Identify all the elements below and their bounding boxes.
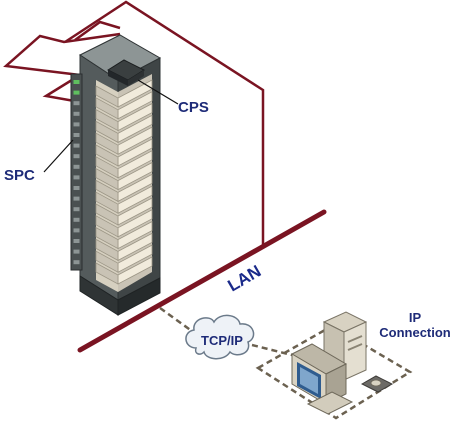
- server-unit-side: [95, 132, 119, 155]
- lan-line: [77, 209, 327, 353]
- server-unit-side: [95, 97, 119, 120]
- server-unit-side: [95, 85, 119, 108]
- network-cable-top: [64, 0, 265, 245]
- spc-label: SPC: [4, 167, 35, 184]
- spc-outlet: [73, 186, 80, 190]
- dashed-link: [159, 306, 413, 420]
- server-units: [95, 79, 153, 285]
- server-unit-side: [95, 156, 119, 179]
- power-cable-left: [3, 32, 121, 104]
- server-unit-side: [95, 144, 119, 167]
- server-unit-side: [95, 250, 119, 273]
- cps-pointer: [137, 79, 179, 105]
- spc-outlet: [73, 164, 80, 169]
- server-unit-side: [95, 262, 119, 285]
- server-unit-side: [95, 203, 119, 226]
- spc-outlet: [73, 196, 80, 201]
- spc-outlet: [73, 249, 80, 254]
- server-unit-side: [95, 179, 119, 203]
- spc-outlet: [73, 122, 80, 127]
- spc-outlet: [73, 175, 80, 180]
- ip-connection-label-line2: Connection: [379, 325, 451, 340]
- spc-outlet: [73, 154, 80, 159]
- spc-power-strip-icon: [70, 73, 83, 271]
- spc-outlet: [73, 228, 80, 233]
- spc-pointer: [43, 139, 74, 173]
- server-unit-side: [95, 238, 119, 262]
- server-rack-icon: [79, 34, 162, 316]
- spc-outlet: [73, 80, 80, 84]
- server-unit-side: [95, 191, 119, 214]
- server-unit-side: [95, 108, 119, 132]
- ip-connection-label-line1: IP: [409, 310, 422, 325]
- server-unit-side: [95, 226, 119, 250]
- spc-outlet: [73, 143, 80, 148]
- network-cloud-icon: [185, 314, 255, 360]
- spc-outlet: [73, 111, 80, 116]
- server-unit-side: [95, 120, 119, 144]
- server-unit-side: [95, 215, 119, 238]
- spc-outlet: [73, 133, 80, 137]
- spc-outlet: [73, 217, 80, 222]
- server-unit-side: [95, 167, 119, 191]
- cps-label: CPS: [178, 99, 209, 116]
- tcpip-label: TCP/IP: [201, 333, 243, 348]
- spc-outlet: [73, 260, 80, 265]
- desktop-computer-icon: [290, 311, 394, 415]
- spc-outlet: [73, 207, 80, 212]
- spc-outlet: [73, 90, 80, 95]
- spc-outlet: [73, 101, 80, 106]
- spc-outlet: [73, 239, 80, 243]
- cps-unit-icon: [106, 59, 146, 86]
